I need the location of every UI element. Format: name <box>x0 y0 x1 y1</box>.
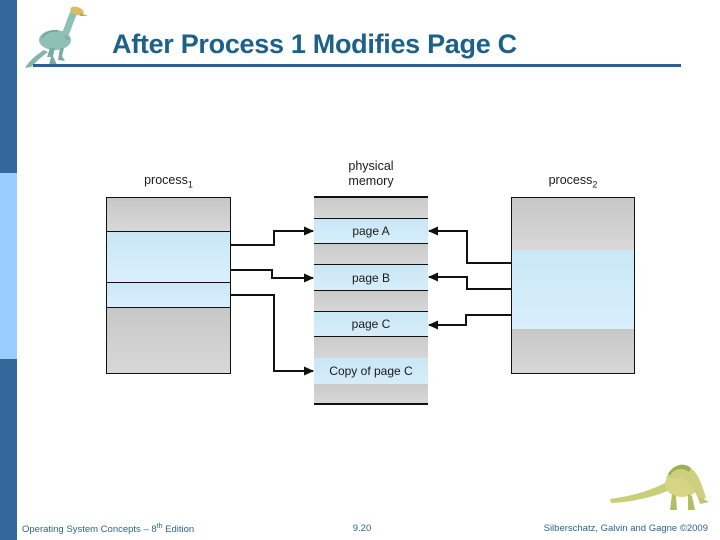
dinosaur-mascot-icon <box>610 464 709 510</box>
memory-segment <box>314 291 428 311</box>
page-b-cell: page B <box>314 264 428 291</box>
process1-to-copy-of-page-c-arrow <box>231 294 314 376</box>
copy-of-page-c-label: Copy of page C <box>329 364 413 378</box>
sidebar-bottom-segment <box>0 359 17 540</box>
dinosaur-logo-icon <box>25 6 88 68</box>
footer-book-suffix: Edition <box>162 524 195 536</box>
page-c-label: page C <box>351 317 391 331</box>
process1-segment-gray-top <box>107 198 230 231</box>
process2-box <box>511 197 635 374</box>
footer-book-prefix: Operating System Concepts – 8 <box>22 524 157 536</box>
process2-segment-gray-top <box>512 198 634 250</box>
memory-segment <box>314 384 428 405</box>
page-b-label: page B <box>351 270 391 285</box>
process1-segment-gray-bottom <box>107 307 230 373</box>
process2-label: process2 <box>511 173 635 190</box>
physical-memory-stack: page A page B page C Copy of page C <box>314 196 428 405</box>
process1-segment-blue-1 <box>107 231 230 282</box>
memory-segment <box>314 337 428 358</box>
process1-label: process1 <box>106 173 231 190</box>
process1-to-page-a-arrow <box>231 226 314 246</box>
process1-box <box>106 197 231 374</box>
process2-segment-blue <box>512 250 634 329</box>
footer-book-sup: th <box>156 523 163 530</box>
process2-to-page-c-arrow <box>428 314 511 330</box>
process2-segment-gray-bottom <box>512 329 634 373</box>
copy-of-page-c-cell: Copy of page C <box>314 358 428 384</box>
slide-page-number: 9.20 <box>352 523 372 534</box>
process1-label-text: process <box>144 173 188 187</box>
process2-label-text: process <box>548 173 593 187</box>
slide-title: After Process 1 Modifies Page C <box>112 29 517 59</box>
page-a-cell: page A <box>314 218 428 244</box>
page-a-label: page A <box>352 224 390 238</box>
sidebar-middle-segment <box>0 173 17 359</box>
footer-credit: Silberschatz, Galvin and Gagne ©2009 <box>543 523 708 534</box>
process1-segment-blue-2 <box>107 282 230 307</box>
physical-memory-label-line1: physical <box>348 159 394 173</box>
memory-segment <box>314 244 428 264</box>
process1-to-page-b-arrow <box>231 269 314 283</box>
title-underline <box>33 64 681 67</box>
physical-memory-label-line2: memory <box>348 174 394 188</box>
memory-segment <box>314 196 428 218</box>
process2-to-page-b-arrow <box>428 272 511 290</box>
page-c-cell: page C <box>314 311 428 337</box>
process1-label-sub: 1 <box>187 179 193 190</box>
process2-label-sub: 2 <box>592 179 598 190</box>
process2-to-page-a-arrow <box>428 226 511 264</box>
sidebar-top-segment <box>0 0 17 173</box>
footer-book-title: Operating System Concepts – 8th Edition <box>22 523 194 535</box>
